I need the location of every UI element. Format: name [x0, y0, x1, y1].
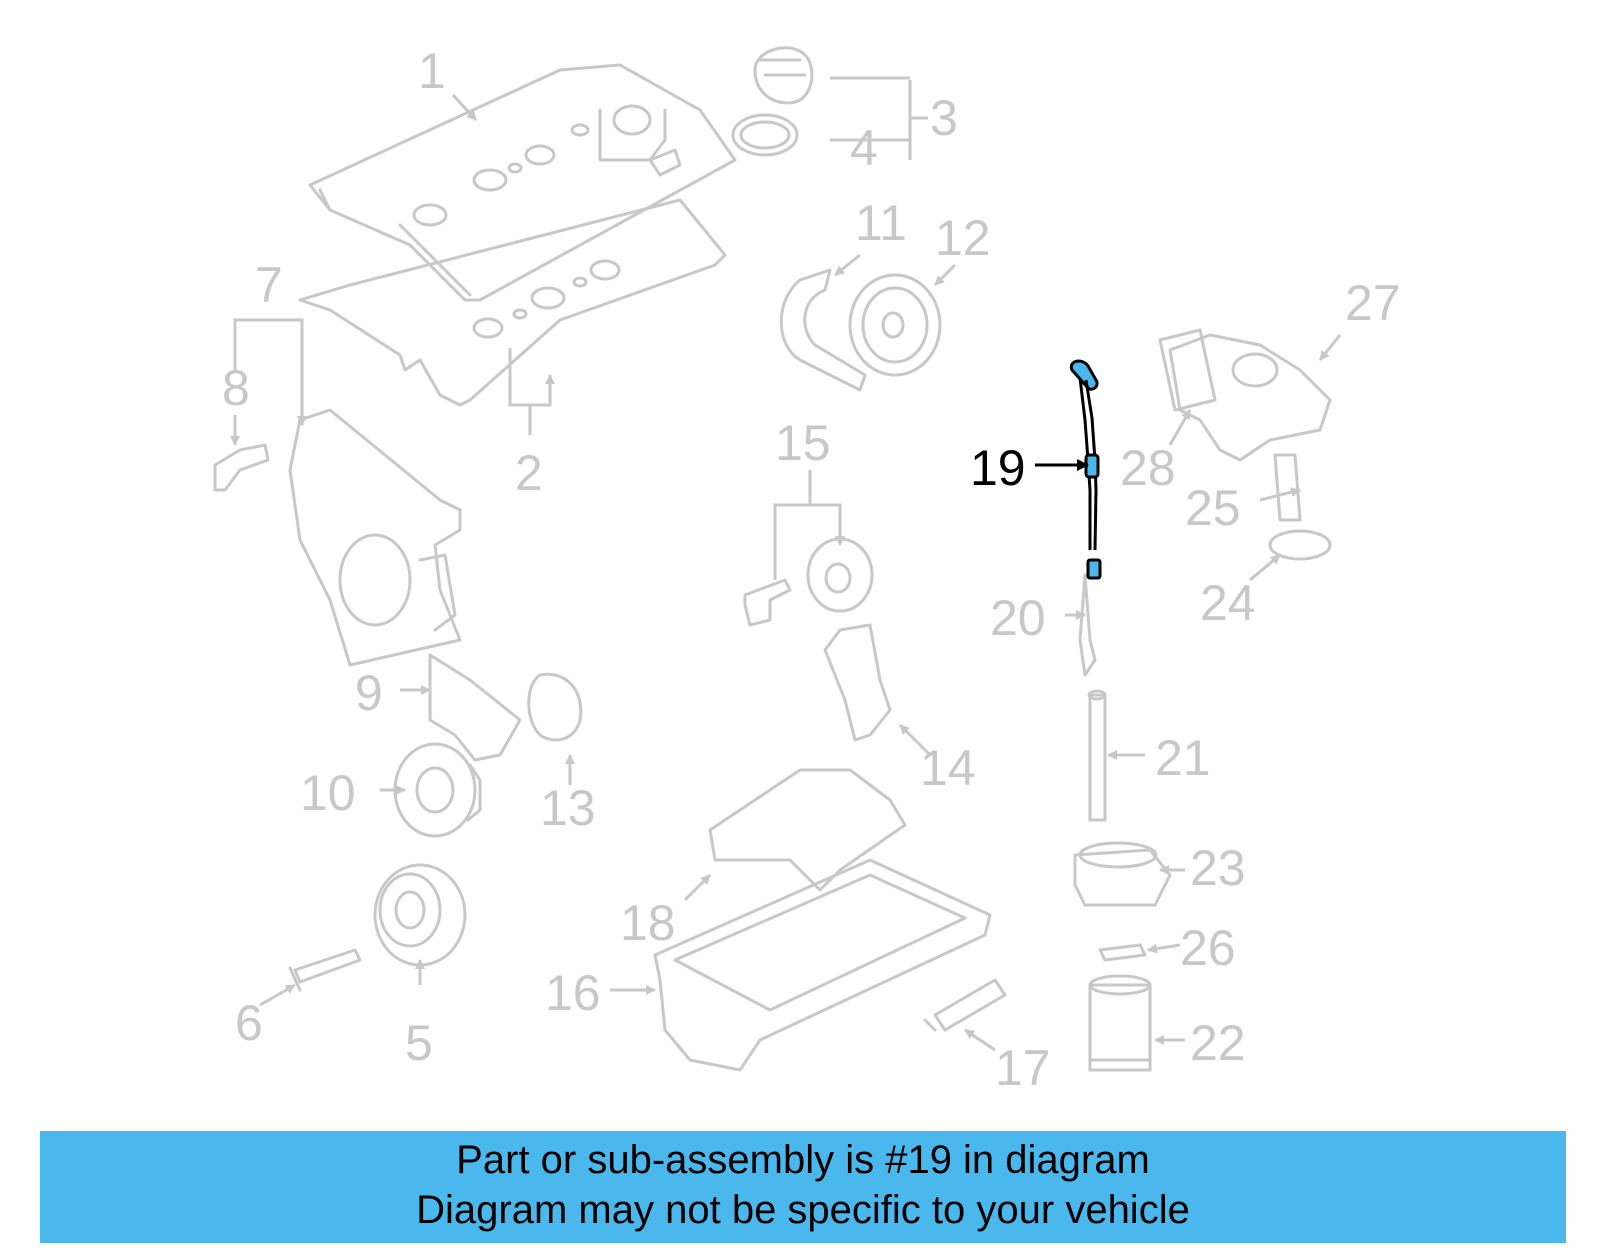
- callout-21: 21: [1155, 730, 1211, 786]
- callout-numbers: 1 2 3 4 5 6 7 8 9 10 11 12 13 14 15 16 1…: [222, 43, 1401, 1096]
- callout-1: 1: [418, 43, 446, 99]
- dipstick-19: [1069, 359, 1102, 580]
- info-banner: Part or sub-assembly is #19 in diagram D…: [40, 1131, 1566, 1243]
- timing-belt-11: [779, 268, 867, 392]
- valve-cover: [308, 63, 737, 302]
- bracket-14: [823, 623, 892, 742]
- callout-26: 26: [1180, 920, 1236, 976]
- vibration-damper-5: [373, 863, 467, 967]
- callout-27: 27: [1345, 275, 1401, 331]
- bracket-8: [213, 443, 270, 492]
- callout-24: 24: [1200, 575, 1256, 631]
- seal-26: [1098, 943, 1147, 962]
- callout-19: 19: [970, 440, 1026, 496]
- callout-8: 8: [222, 360, 250, 416]
- oil-filter-22: [1088, 974, 1152, 1072]
- crank-gear-13: [527, 672, 583, 742]
- guide-tube-21: [1087, 689, 1107, 822]
- callout-3: 3: [930, 90, 958, 146]
- leader-lines: [230, 76, 1342, 1052]
- callout-18: 18: [620, 895, 676, 951]
- callout-22: 22: [1190, 1015, 1246, 1071]
- callout-16: 16: [545, 965, 601, 1021]
- callout-28: 28: [1120, 440, 1176, 496]
- callout-4: 4: [850, 120, 878, 176]
- callout-2: 2: [515, 445, 543, 501]
- callout-23: 23: [1190, 840, 1246, 896]
- cover-plate-9: [428, 653, 522, 762]
- crank-pulley-10: [393, 742, 482, 838]
- callout-5: 5: [405, 1015, 433, 1071]
- callout-7: 7: [255, 257, 283, 313]
- sealant-tube-17: [923, 978, 1007, 1032]
- oil-filler-cap: [731, 46, 814, 157]
- banner-line-2: Diagram may not be specific to your vehi…: [416, 1188, 1190, 1232]
- callout-12: 12: [935, 210, 991, 266]
- oil-pan-16: [653, 858, 992, 1072]
- callout-11: 11: [855, 195, 907, 251]
- callout-25: 25: [1185, 480, 1241, 536]
- callout-10: 10: [300, 765, 356, 821]
- banner-line-1: Part or sub-assembly is #19 in diagram: [456, 1138, 1150, 1182]
- timing-belt-cover: [288, 408, 462, 667]
- dipstick-tube-20: [1078, 573, 1097, 677]
- idler-pulley-15: [743, 537, 874, 627]
- parts-diagram: 1 2 3 4 5 6 7 8 9 10 11 12 13 14 15 16 1…: [213, 43, 1401, 1096]
- callout-17: 17: [995, 1040, 1051, 1096]
- oil-baffle-18: [708, 768, 907, 892]
- bolt-6: [288, 948, 362, 992]
- callout-13: 13: [540, 780, 596, 836]
- callout-15: 15: [775, 415, 831, 471]
- callout-9: 9: [355, 665, 383, 721]
- callout-20: 20: [990, 590, 1046, 646]
- filter-housing-23: [1073, 841, 1172, 907]
- pipe-25: [1273, 453, 1302, 522]
- camshaft-sprocket-12: [848, 273, 942, 377]
- valve-cover-gasket: [298, 198, 727, 407]
- callout-14: 14: [920, 740, 976, 796]
- seal-24: [1268, 529, 1332, 561]
- water-pump-27: [1158, 328, 1332, 462]
- callout-6: 6: [235, 995, 263, 1051]
